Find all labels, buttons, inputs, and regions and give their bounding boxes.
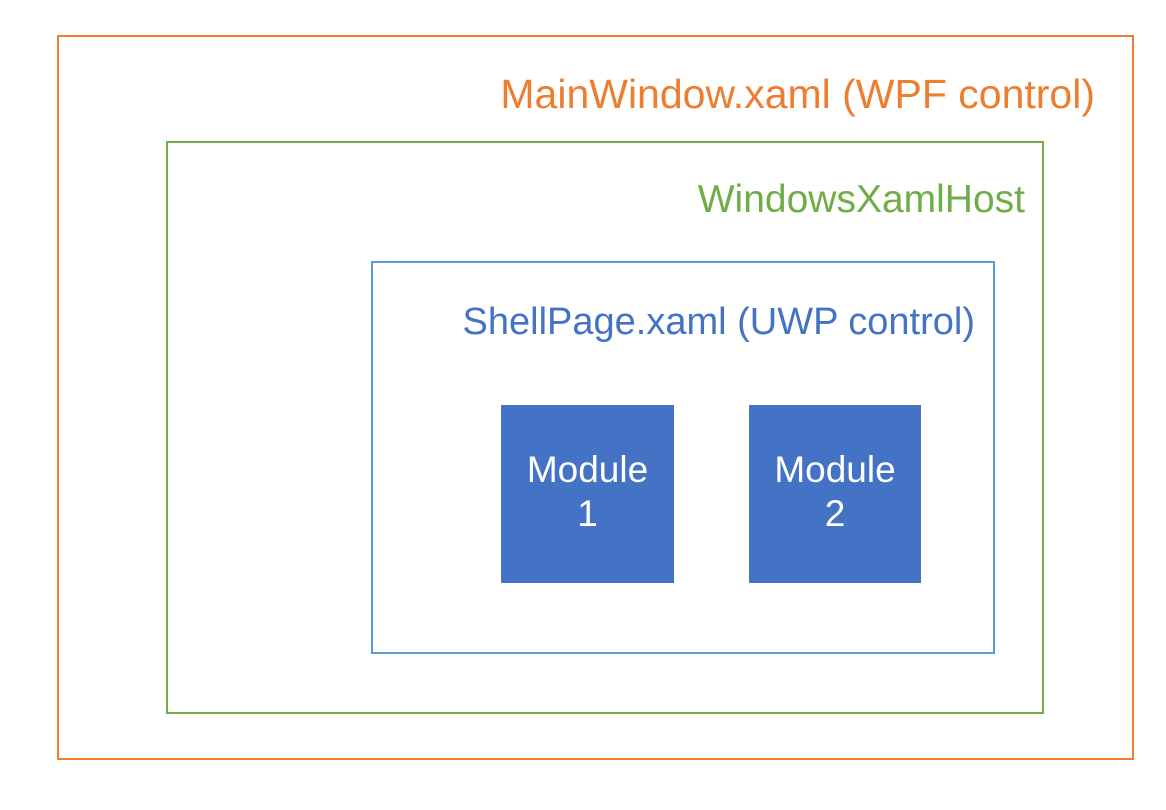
layer-box-shellpage bbox=[371, 261, 995, 654]
module-block-1-name: Module bbox=[526, 449, 649, 491]
layer-box-mainwindow bbox=[57, 35, 1134, 760]
layer-label-shellpage: ShellPage.xaml (UWP control) bbox=[462, 301, 975, 343]
layer-label-mainwindow: MainWindow.xaml (WPF control) bbox=[500, 71, 1095, 117]
module-block-2-number: 2 bbox=[824, 493, 846, 534]
module-block-2-name: Module bbox=[774, 449, 896, 491]
layer-label-windowsxamlhost: WindowsXamlHost bbox=[697, 178, 1025, 221]
layer-box-windowsxamlhost bbox=[166, 141, 1044, 714]
module-block-1-number: 1 bbox=[577, 493, 598, 534]
